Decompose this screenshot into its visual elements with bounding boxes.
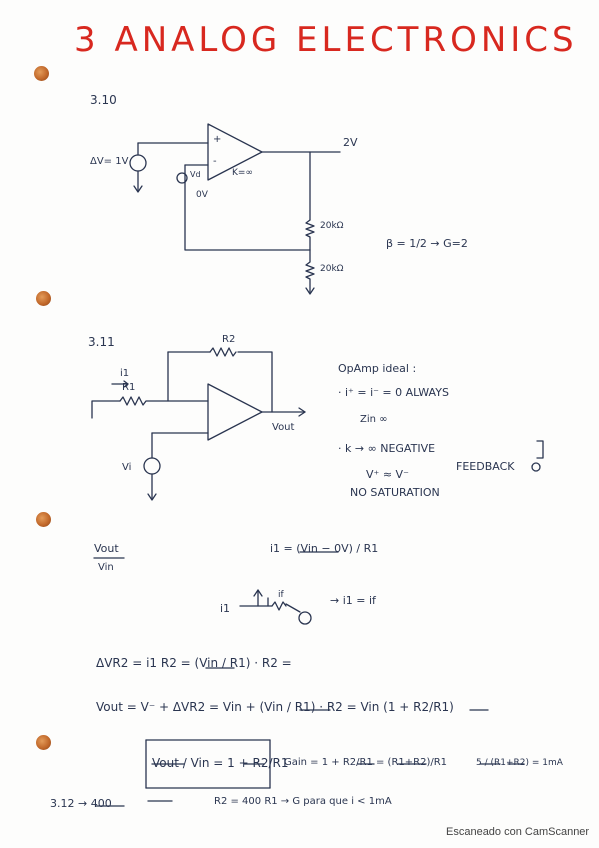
scanner-watermark: Escaneado con CamScanner	[446, 826, 590, 838]
notes-line: · k → ∞ NEGATIVE	[338, 442, 436, 455]
punch-hole	[36, 512, 51, 527]
vd-label: Vd	[190, 170, 201, 179]
gain-equation: Gain = 1 + R2/R1 = (R1+R2)/R1	[284, 757, 448, 768]
vi-label: Vi	[122, 462, 132, 473]
notes-line: V⁺ ≈ V⁻	[366, 468, 409, 481]
resistor-bottom-label: 20kΩ	[320, 264, 344, 274]
node-i1-label: i1	[220, 602, 231, 615]
vd-zero-label: 0V	[196, 190, 208, 200]
r1-label: R1	[122, 382, 136, 393]
punch-hole	[36, 291, 51, 306]
gain-k-label: K=∞	[232, 168, 253, 178]
section-number-3-11: 3.11	[88, 335, 115, 349]
resistor-top-label: 20kΩ	[320, 221, 344, 231]
punch-hole	[36, 735, 51, 750]
ratio-numerator: Vout	[94, 542, 119, 555]
output-voltage-label: 2V	[343, 136, 358, 149]
minus-input-label: -	[213, 156, 217, 167]
i1-equation: i1 = (Vin − 0V) / R1	[270, 542, 379, 555]
notes-heading: OpAmp ideal :	[338, 362, 417, 375]
section-number-3-10: 3.10	[90, 93, 117, 107]
notes-line: · i⁺ = i⁻ = 0 ALWAYS	[338, 386, 449, 399]
i1-label: i1	[120, 368, 130, 379]
side-equation: 5 / (R1+R2) = 1mA	[476, 758, 563, 768]
circuit-3-10	[129, 123, 341, 295]
boxed-equation: Vout / Vin = 1 + R2/R1	[152, 756, 289, 770]
notes-line: Zin ∞	[360, 414, 388, 425]
r2-label: R2	[222, 334, 236, 345]
source-label: ΔV= 1V	[90, 156, 129, 167]
beta-equation: β = 1/2 → G=2	[386, 237, 468, 250]
notes-line: FEEDBACK	[456, 460, 515, 473]
node-equation: → i1 = if	[330, 594, 376, 607]
plus-input-label: +	[213, 134, 222, 145]
vout-label: Vout	[272, 422, 295, 433]
note-3-12: 3.12 → 400	[50, 797, 112, 810]
node-sketch	[239, 589, 312, 625]
vout-equation: Vout = V⁻ + ΔVR2 = Vin + (Vin / R1) · R2…	[96, 700, 454, 714]
delta-v-equation: ΔVR2 = i1 R2 = (Vin / R1) · R2 =	[96, 656, 292, 670]
page-title: 3 ANALOG ELECTRONICS	[74, 20, 578, 60]
punch-hole	[34, 66, 49, 81]
note-r2: R2 = 400 R1 → G para que i < 1mA	[214, 796, 392, 807]
boxed-equation-frame	[95, 739, 427, 807]
notes-line: NO SATURATION	[350, 486, 440, 499]
circuit-3-11	[91, 347, 544, 501]
ratio-denominator: Vin	[98, 562, 114, 573]
fraction-bars	[93, 551, 525, 765]
node-if-label: if	[278, 590, 284, 600]
